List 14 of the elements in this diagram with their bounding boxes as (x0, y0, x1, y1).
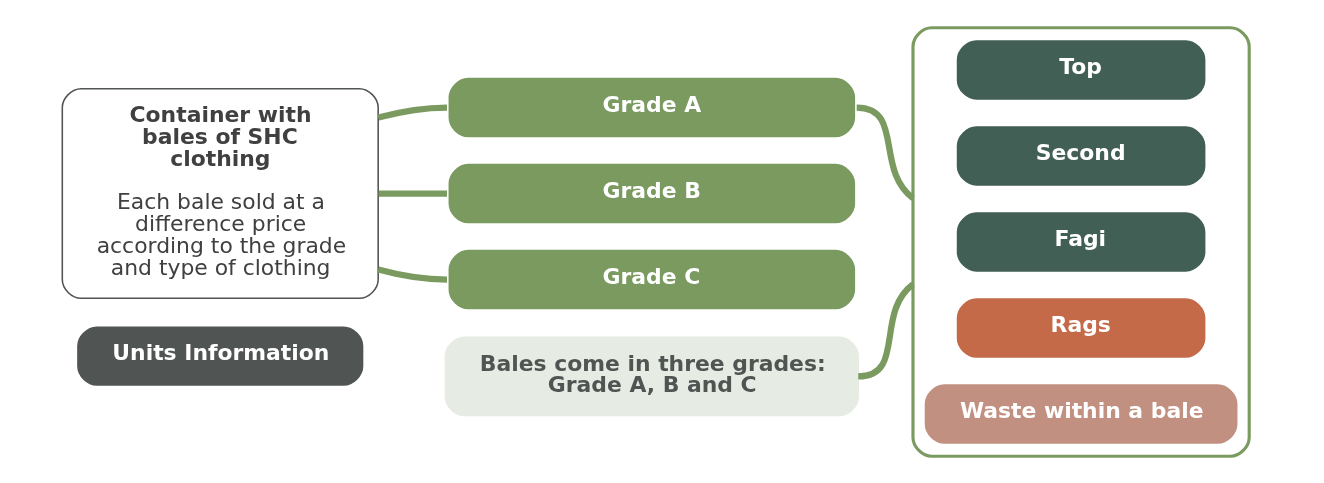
connector (377, 265, 448, 283)
node-box: Top (956, 39, 1206, 100)
node-box: Grade C (448, 249, 856, 309)
node-box: Waste within a bale (924, 383, 1238, 444)
node-box: Second (956, 125, 1206, 186)
node-box: Bales come in three grades: Grade A, B and C (444, 336, 860, 416)
node-box: Fagi (956, 211, 1206, 272)
node-box: Units Information (77, 325, 364, 386)
cluster (911, 25, 1251, 458)
node-box: Grade A (448, 77, 856, 137)
node-box: Grade B (448, 163, 856, 223)
node-box: Container with bales of SHC clothing Each bale sold at a difference price according to the grade and type of clothing (61, 87, 379, 299)
node-box: Rags (956, 297, 1206, 358)
connector (377, 103, 448, 121)
